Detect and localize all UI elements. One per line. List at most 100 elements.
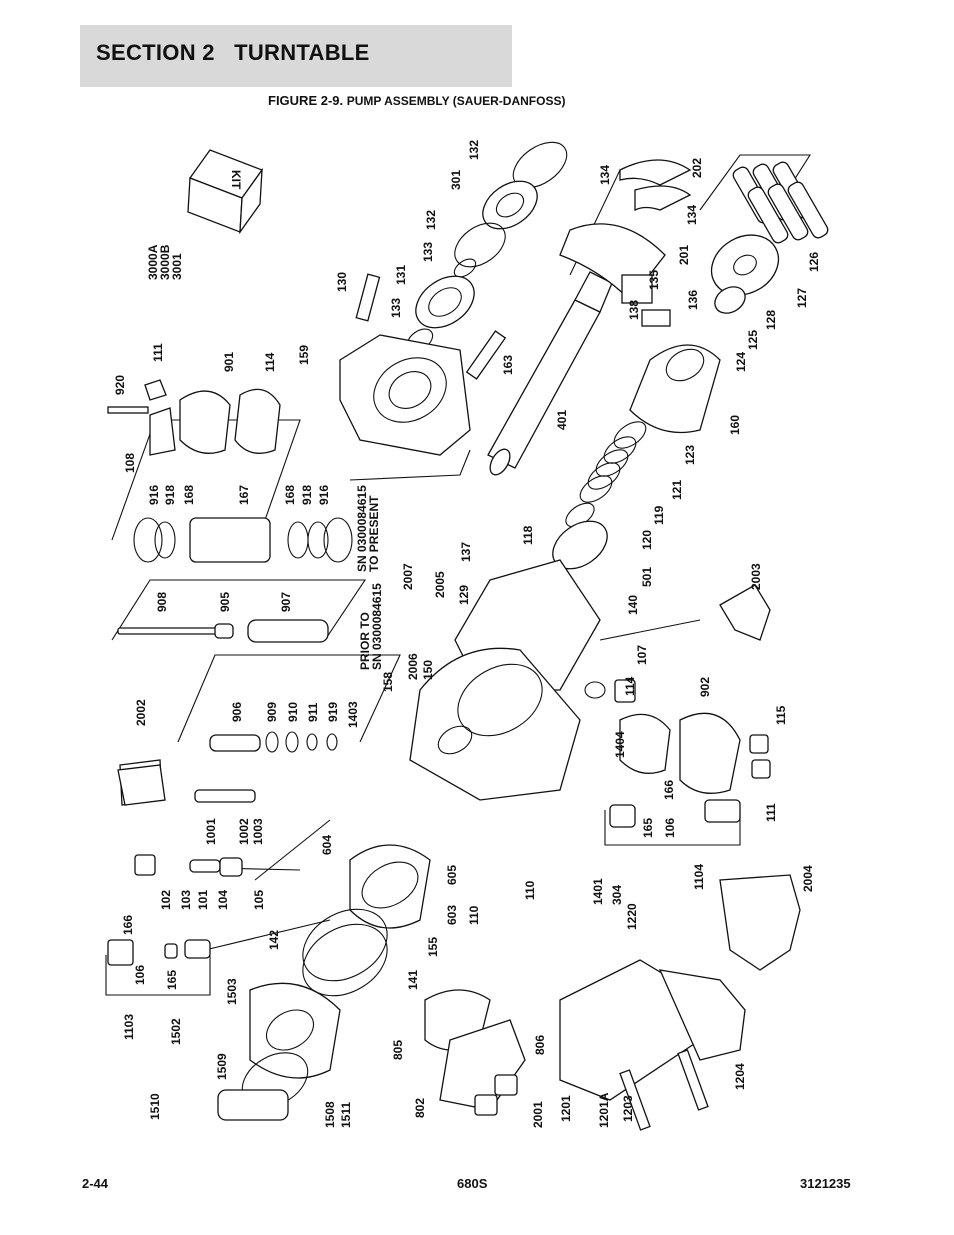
section-header: SECTION 2 TURNTABLE <box>80 25 512 87</box>
callout: 107 <box>635 645 649 665</box>
callout: 136 <box>686 290 700 310</box>
callout: 2003 <box>749 563 763 590</box>
callout: 115 <box>774 705 788 725</box>
kit-label: KIT <box>229 170 243 190</box>
callout: 902 <box>698 677 712 697</box>
callout: 918 <box>163 485 177 505</box>
valve-block <box>424 989 526 1116</box>
callout: 133 <box>421 242 435 262</box>
section-title: SECTION 2 TURNTABLE <box>96 40 370 65</box>
callout: 126 <box>807 252 821 272</box>
callout: 916 <box>317 485 331 505</box>
callout: 1220 <box>625 903 639 930</box>
sn-present-line2: TO PRESENT <box>367 495 381 572</box>
callout: 1003 <box>251 818 265 845</box>
callout: 155 <box>426 937 440 957</box>
callout: 1403 <box>346 701 360 728</box>
callout: 114 <box>623 676 637 696</box>
callout: 1401 <box>591 878 605 905</box>
callout: 1104 <box>692 864 706 890</box>
callout: 910 <box>286 702 300 722</box>
callout: 106 <box>133 965 147 985</box>
callout: 110 <box>523 880 537 900</box>
callout: 1001 <box>204 818 218 845</box>
valve-parts-left <box>107 379 353 966</box>
callout: 1511 <box>339 1102 353 1128</box>
footer-doc-number: 3121235 <box>800 1176 851 1191</box>
callout: 160 <box>728 415 742 435</box>
callout: 802 <box>413 1098 427 1118</box>
housing-159 <box>339 334 471 456</box>
callout: 2002 <box>134 699 148 726</box>
callout: 134 <box>685 205 699 225</box>
callout: 911 <box>306 702 320 722</box>
callout: 121 <box>670 480 684 500</box>
callout: 119 <box>652 505 666 525</box>
callout: 1103 <box>122 1014 136 1040</box>
callout: 301 <box>449 170 463 190</box>
callout: 158 <box>381 672 395 692</box>
sn-prior-line1: PRIOR TO <box>358 612 372 670</box>
callout: 603 <box>445 905 459 925</box>
callout: 1002 <box>237 818 251 845</box>
callout: 805 <box>391 1040 405 1060</box>
callout: 165 <box>165 970 179 990</box>
callout: 133 <box>389 298 403 318</box>
callout: 138 <box>627 300 641 320</box>
callout: 2005 <box>433 571 447 598</box>
callout: 168 <box>283 485 297 505</box>
callout: 1508 <box>323 1101 337 1128</box>
callout: 101 <box>196 890 210 910</box>
shaft-401 <box>487 271 613 476</box>
charge-pump <box>217 844 431 1121</box>
callout: 167 <box>237 485 251 505</box>
callout: 501 <box>640 567 654 587</box>
callout: 141 <box>406 970 420 990</box>
callout: 2006 <box>406 653 420 680</box>
callout: 605 <box>445 865 459 885</box>
cylinder-block <box>629 234 780 434</box>
callout: 140 <box>626 595 640 615</box>
callout: 106 <box>663 818 677 838</box>
callout: 1204 <box>733 1063 747 1090</box>
callout: 132 <box>424 210 438 230</box>
figure-title: FIGURE 2-9. PUMP ASSEMBLY (SAUER-DANFOSS… <box>268 93 565 108</box>
callout: 110 <box>467 905 481 925</box>
callout: 129 <box>457 585 471 605</box>
callout: 1509 <box>215 1053 229 1080</box>
callout: 132 <box>467 140 481 160</box>
footer-model: 680S <box>457 1176 488 1191</box>
callout: 1404 <box>613 731 627 758</box>
figure-caption: PUMP ASSEMBLY (SAUER-DANFOSS) <box>346 94 566 108</box>
callout: 103 <box>179 890 193 910</box>
callout: 125 <box>746 330 760 350</box>
callout: 168 <box>182 485 196 505</box>
callout: 1502 <box>169 1018 183 1045</box>
callout: 114 <box>263 352 277 372</box>
sn-present-line1: SN 0300084615 <box>355 485 369 572</box>
callout: 3001 <box>170 253 184 280</box>
callout: 166 <box>121 915 135 935</box>
callout: 920 <box>113 375 127 395</box>
callout: 3000A <box>146 244 160 280</box>
callout: 137 <box>459 542 473 562</box>
main-housing-150 <box>409 559 601 801</box>
callout: 131 <box>394 265 408 285</box>
callout: 918 <box>300 485 314 505</box>
callout: 104 <box>216 890 230 910</box>
footer-page-number: 2-44 <box>82 1176 109 1191</box>
callout: 163 <box>501 355 515 375</box>
callout: 906 <box>230 702 244 722</box>
sn-prior-line2: SN 0300084615 <box>370 583 384 670</box>
callout: 111 <box>764 803 778 822</box>
callout: 1203 <box>621 1095 635 1122</box>
part-callouts: 3000A 3000B 3001 132 301 132 133 131 130… <box>113 140 821 1128</box>
callout: 128 <box>764 310 778 330</box>
callout: 108 <box>123 453 137 473</box>
right-side-parts <box>584 679 771 828</box>
callout: 123 <box>683 445 697 465</box>
callout: 916 <box>147 485 161 505</box>
callout: 905 <box>218 592 232 612</box>
callout: 124 <box>734 352 748 372</box>
callout: 907 <box>279 592 293 612</box>
